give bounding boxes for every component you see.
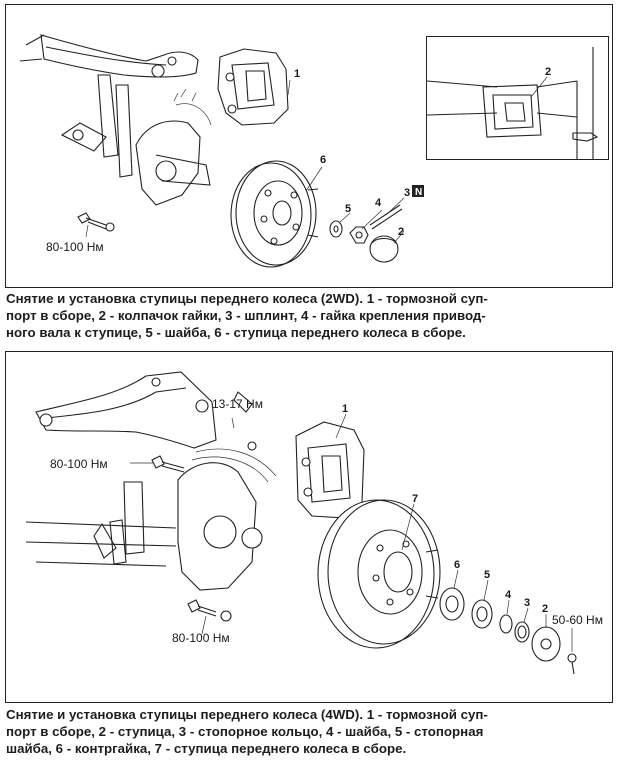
torque-label: 13-17 Нм bbox=[212, 397, 263, 411]
figure-4wd: 13-17 Нм 80-100 Нм 80-100 Нм 50-60 Нм 1 … bbox=[5, 351, 613, 703]
badge-letter: N bbox=[415, 187, 422, 198]
torque-label: 80-100 Нм bbox=[172, 631, 230, 645]
callout-7: 7 bbox=[412, 493, 418, 505]
callout-5: 5 bbox=[345, 203, 351, 215]
torque-label: 80-100 Нм bbox=[50, 457, 108, 471]
callout-4: 4 bbox=[375, 197, 382, 209]
caption-4wd: Снятие и установка ступицы переднего кол… bbox=[6, 706, 614, 757]
nut-cap bbox=[369, 235, 399, 263]
cotter-pin bbox=[369, 204, 401, 226]
caption-line: Снятие и установка ступицы переднего кол… bbox=[6, 291, 488, 306]
mounting-bolt bbox=[151, 455, 185, 473]
hub-disc-assembly bbox=[230, 160, 319, 268]
inset-callout-2: 2 bbox=[545, 66, 551, 78]
caption-line: порт в сборе, 2 - ступица, 3 - стопорное… bbox=[6, 724, 484, 739]
figure-2wd: 80-100 Нм 1 2 3 4 5 6 N 2 bbox=[5, 4, 613, 288]
washer-part bbox=[329, 220, 343, 238]
lock-nut bbox=[439, 587, 465, 621]
caliper-inset: 2 bbox=[426, 36, 609, 160]
callout-6: 6 bbox=[454, 559, 460, 571]
callout-2: 2 bbox=[398, 226, 404, 238]
drive-shaft-nut bbox=[349, 226, 369, 244]
callout-1: 1 bbox=[294, 68, 300, 80]
shock-absorber bbox=[60, 74, 133, 178]
callout-4: 4 bbox=[505, 589, 512, 601]
hub-4wd-drawing: 13-17 Нм 80-100 Нм 80-100 Нм 50-60 Нм 1 … bbox=[25, 371, 603, 675]
callout-1: 1 bbox=[342, 403, 348, 415]
steering-knuckle bbox=[135, 88, 212, 206]
callout-6: 6 bbox=[320, 154, 326, 166]
torque-label: 80-100 Нм bbox=[46, 240, 104, 254]
mounting-bolt bbox=[77, 212, 115, 232]
washer-part bbox=[499, 614, 513, 634]
lower-arm bbox=[25, 521, 177, 567]
upper-control-arm bbox=[35, 371, 217, 449]
callout-3: 3 bbox=[524, 597, 530, 609]
caption-line: шайба, 6 - контргайка, 7 - ступица перед… bbox=[6, 741, 407, 756]
callout-5: 5 bbox=[484, 569, 490, 581]
caption-line: Снятие и установка ступицы переднего кол… bbox=[6, 707, 488, 722]
caption-line: ного вала к ступице, 5 - шайба, 6 - ступ… bbox=[6, 325, 466, 340]
new-part-badge bbox=[412, 185, 424, 197]
brake-caliper bbox=[295, 421, 365, 519]
snap-ring bbox=[514, 621, 530, 643]
steering-knuckle bbox=[177, 391, 277, 591]
bolt-head bbox=[247, 441, 257, 451]
upper-control-arm bbox=[19, 34, 199, 78]
hub-2wd-drawing: 80-100 Нм 1 2 3 4 5 6 N bbox=[19, 34, 424, 268]
front-hub bbox=[531, 626, 577, 675]
hub-disc-assembly bbox=[317, 499, 441, 649]
callout-3: 3 bbox=[404, 187, 410, 199]
torque-label: 50-60 Нм bbox=[552, 613, 603, 627]
brake-caliper bbox=[217, 48, 289, 126]
lock-washer bbox=[471, 599, 493, 629]
caption-line: порт в сборе, 2 - колпачок гайки, 3 - шп… bbox=[6, 308, 486, 323]
shock-absorber bbox=[109, 481, 145, 565]
mounting-bolt bbox=[187, 599, 232, 622]
callout-2: 2 bbox=[542, 603, 548, 615]
caliper-inset-drawing: 2 bbox=[427, 47, 599, 159]
caption-2wd: Снятие и установка ступицы переднего кол… bbox=[6, 290, 614, 341]
